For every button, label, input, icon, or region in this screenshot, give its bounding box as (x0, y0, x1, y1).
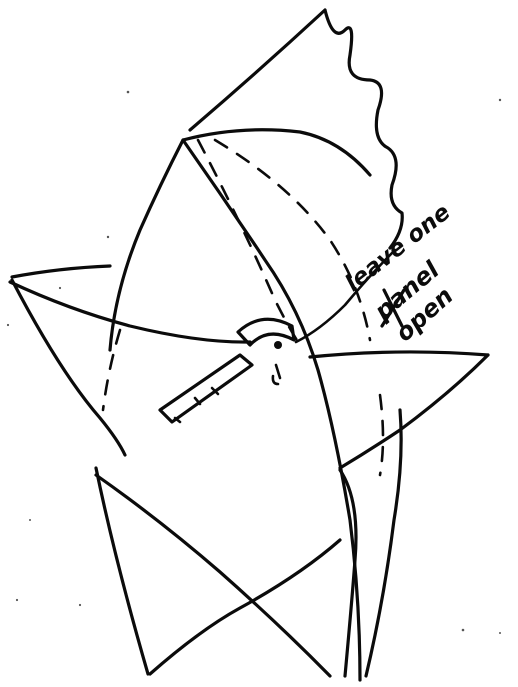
hidden-fold-center (198, 140, 300, 345)
star-top-point (110, 140, 360, 680)
star-left-arm-edge (12, 266, 125, 455)
star-top-right-edge (183, 130, 370, 175)
hidden-fold-right (215, 140, 370, 340)
star-bottom-crossing (96, 470, 356, 676)
hidden-fold-lower-right (380, 395, 383, 475)
star-rim-curve (10, 282, 250, 342)
paper-specks (7, 91, 501, 634)
open-panel-flap (190, 10, 402, 248)
